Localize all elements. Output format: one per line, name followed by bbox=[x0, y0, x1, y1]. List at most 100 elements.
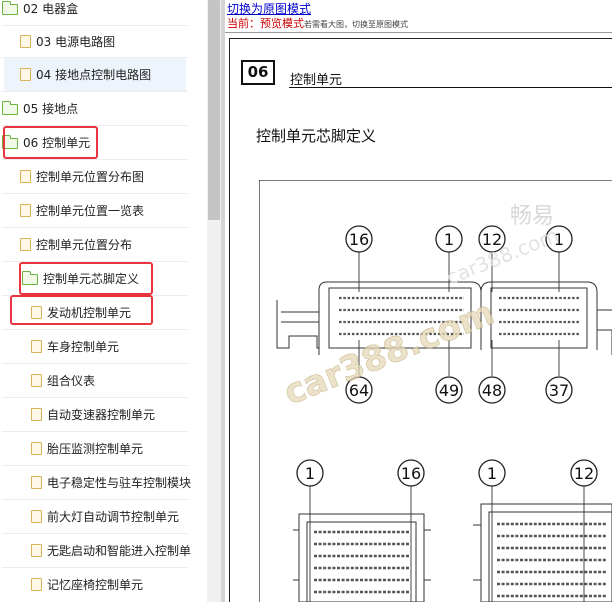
tree-row-divider bbox=[2, 159, 188, 160]
tree-item-label: 自动变速器控制单元 bbox=[47, 408, 156, 422]
tree-item-label: 06 控制单元 bbox=[23, 136, 91, 150]
tree-item-label: 组合仪表 bbox=[47, 374, 96, 388]
folder-icon bbox=[2, 1, 18, 15]
tree-item-label: 控制单元芯脚定义 bbox=[43, 272, 140, 286]
tree-item-label: 控制单元位置分布 bbox=[36, 238, 133, 252]
file-icon bbox=[20, 204, 31, 217]
view-mode-status: 当前：预览模式若需看大图，切换至原图模式 bbox=[227, 15, 408, 31]
pane-divider[interactable] bbox=[221, 0, 225, 602]
tree-row-divider bbox=[2, 91, 188, 92]
tree-item-label: 车身控制单元 bbox=[47, 340, 120, 354]
folder-icon bbox=[22, 271, 38, 285]
upper-connector-pins bbox=[339, 296, 579, 336]
file-icon bbox=[20, 170, 31, 183]
file-icon bbox=[20, 68, 31, 81]
pin-callout-12-lower: 12 bbox=[574, 464, 594, 483]
sidebar-scrollbar-thumb[interactable] bbox=[208, 0, 220, 220]
upper-connector-left bbox=[276, 281, 482, 355]
file-icon bbox=[31, 578, 42, 591]
pin-callout-1-top-left: 1 bbox=[444, 230, 454, 249]
tree-item-label: 无匙启动和智能进入控制单 bbox=[47, 544, 192, 558]
tree-item-label: 控制单元位置一览表 bbox=[36, 204, 145, 218]
top-pin-callouts: 16 1 12 1 bbox=[345, 225, 573, 253]
tree-item-label: 发动机控制单元 bbox=[47, 306, 132, 320]
tree-row-divider bbox=[2, 125, 188, 126]
tree-item-esp-parking-module[interactable]: 电子稳定性与驻车控制模块 bbox=[31, 466, 206, 499]
tree-item-label: 04 接地点控制电路图 bbox=[36, 68, 152, 82]
pin-callout-1-top-right: 1 bbox=[554, 230, 564, 249]
file-icon bbox=[31, 544, 42, 557]
tree-item-tpms-control-unit[interactable]: 胎压监测控制单元 bbox=[31, 432, 206, 465]
tree-item-transmission-control-unit[interactable]: 自动变速器控制单元 bbox=[31, 398, 206, 431]
file-icon bbox=[31, 340, 42, 353]
lower-pin-callouts: 1 16 1 12 bbox=[296, 459, 598, 487]
highlight-box bbox=[19, 262, 153, 295]
tree-item-03-power-circuit[interactable]: 03 电源电路图 bbox=[20, 25, 206, 58]
file-icon bbox=[20, 238, 31, 251]
mode-prefix: 当前： bbox=[227, 17, 260, 30]
tree-row-divider bbox=[2, 25, 188, 26]
tree-item-06-control-units[interactable]: 06 控制单元 bbox=[2, 126, 202, 159]
tree-item-label: 前大灯自动调节控制单元 bbox=[47, 510, 180, 524]
tree-item-keyless-entry-unit[interactable]: 无匙启动和智能进入控制单 bbox=[31, 534, 206, 567]
highlight-box bbox=[3, 126, 98, 159]
sidebar-tree: 02 电器盒 03 电源电路图 04 接地点控制电路图 05 接地点 06 控制… bbox=[0, 0, 207, 602]
lower-connector-left bbox=[293, 513, 431, 602]
pin-callout-16-top: 16 bbox=[349, 230, 369, 249]
tree-item-label: 05 接地点 bbox=[23, 102, 79, 116]
lower-connector-right bbox=[473, 503, 612, 602]
tree-item-headlamp-leveling-unit[interactable]: 前大灯自动调节控制单元 bbox=[31, 500, 206, 533]
mode-name: 预览模式 bbox=[260, 17, 304, 30]
lower-connector-pins bbox=[314, 522, 607, 598]
folder-icon bbox=[2, 135, 18, 149]
file-icon bbox=[31, 374, 42, 387]
pin-callout-12-top: 12 bbox=[482, 230, 502, 249]
leader-lines bbox=[309, 252, 585, 602]
pin-callout-16-lower: 16 bbox=[401, 464, 421, 483]
section-number-box: 06 bbox=[241, 60, 275, 85]
tree-row-divider bbox=[2, 465, 188, 466]
pin-callout-37: 37 bbox=[549, 381, 569, 400]
tree-item-05-ground-points[interactable]: 05 接地点 bbox=[2, 92, 202, 125]
tree-item-label: 03 电源电路图 bbox=[36, 35, 116, 49]
switch-to-original-link[interactable]: 切换为原图模式 bbox=[227, 2, 312, 16]
tree-row-divider bbox=[2, 363, 188, 364]
tree-item-engine-control-unit[interactable]: 发动机控制单元 bbox=[31, 296, 206, 329]
mode-hint: 若需看大图，切换至原图模式 bbox=[304, 20, 408, 29]
folder-icon bbox=[2, 101, 18, 115]
page-title: 控制单元芯脚定义 bbox=[256, 127, 377, 145]
tree-row-divider bbox=[2, 533, 188, 534]
tree-item-label: 胎压监测控制单元 bbox=[47, 442, 144, 456]
tree-row-divider bbox=[2, 193, 188, 194]
tree-row-divider bbox=[2, 227, 188, 228]
section-title: 控制单元 bbox=[290, 73, 343, 88]
tree-item-label: 电子稳定性与驻车控制模块 bbox=[47, 476, 192, 490]
pin-callout-48: 48 bbox=[482, 381, 502, 400]
tree-row-divider bbox=[2, 261, 188, 262]
header-separator bbox=[225, 32, 612, 33]
tree-item-memory-seat-unit[interactable]: 记忆座椅控制单元 bbox=[31, 568, 206, 601]
document-page-border bbox=[229, 38, 612, 602]
tree-item-02-electrical-box[interactable]: 02 电器盒 bbox=[2, 0, 202, 25]
file-icon bbox=[31, 306, 42, 319]
pin-callout-49: 49 bbox=[439, 381, 459, 400]
tree-row-divider bbox=[2, 57, 188, 58]
upper-connector-right bbox=[480, 281, 612, 355]
tree-item-instrument-cluster[interactable]: 组合仪表 bbox=[31, 364, 206, 397]
tree-item-label: 02 电器盒 bbox=[23, 2, 79, 16]
tree-item-unit-location-map[interactable]: 控制单元位置分布图 bbox=[20, 160, 206, 193]
tree-item-pin-definitions[interactable]: 控制单元芯脚定义 bbox=[22, 262, 206, 295]
pin-callout-64: 64 bbox=[349, 381, 369, 400]
tree-row-divider bbox=[2, 397, 188, 398]
tree-item-04-ground-control-circuit[interactable]: 04 接地点控制电路图 bbox=[4, 58, 186, 91]
pin-callout-1-lower-left: 1 bbox=[305, 464, 315, 483]
tree-row-divider bbox=[2, 329, 188, 330]
tree-row-divider bbox=[2, 567, 188, 568]
tree-item-unit-location-distribution[interactable]: 控制单元位置分布 bbox=[20, 228, 206, 261]
tree-item-body-control-unit[interactable]: 车身控制单元 bbox=[31, 330, 206, 363]
connector-diagram: 16 1 12 1 64 49 48 37 1 16 1 12 bbox=[259, 180, 612, 602]
file-icon bbox=[20, 35, 31, 48]
tree-item-unit-location-list[interactable]: 控制单元位置一览表 bbox=[20, 194, 206, 227]
tree-item-label: 控制单元位置分布图 bbox=[36, 170, 145, 184]
document-viewer: 切换为原图模式 当前：预览模式若需看大图，切换至原图模式 06 控制单元 控制单… bbox=[225, 0, 612, 602]
